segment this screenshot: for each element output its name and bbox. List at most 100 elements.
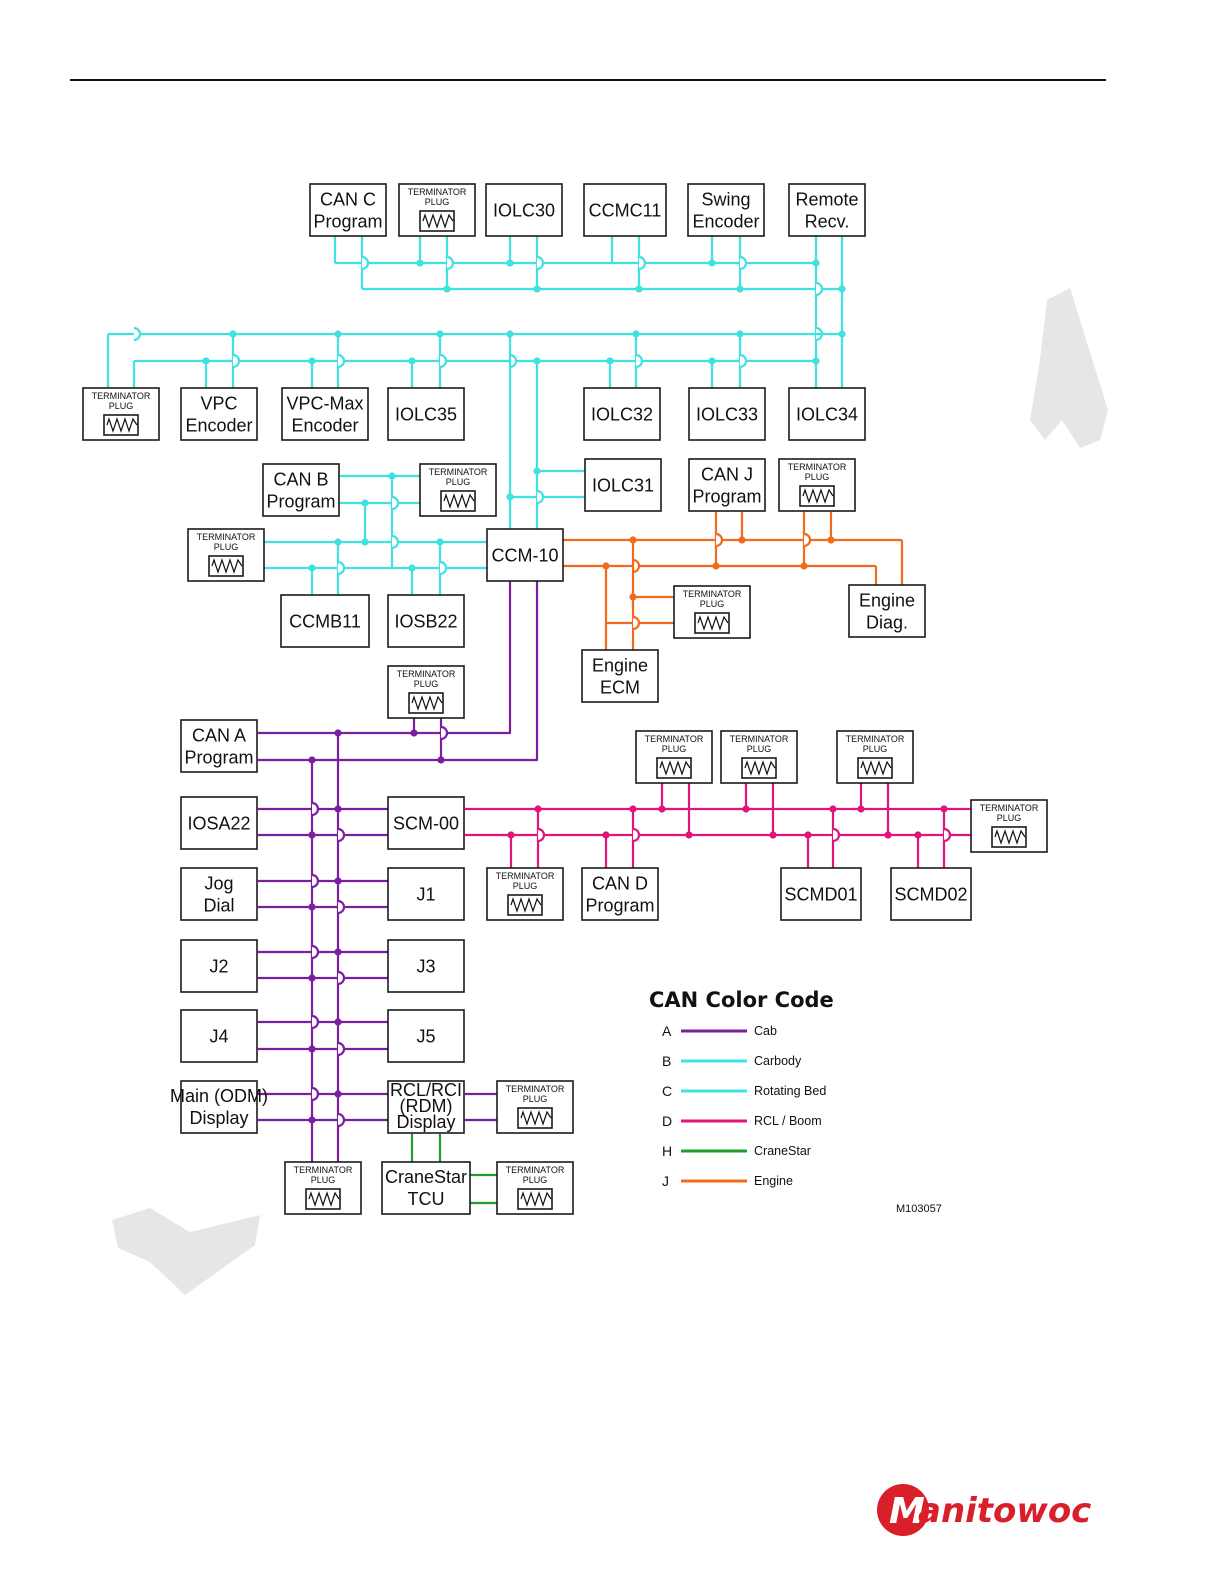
terminator-label: PLUG <box>414 679 439 689</box>
resistor-icon <box>857 757 893 779</box>
junction-dot <box>410 729 418 737</box>
junction-dot <box>606 357 614 365</box>
wire-crossover <box>509 353 518 369</box>
junction-dot <box>361 499 369 507</box>
wire-crossover <box>337 1112 346 1128</box>
module-label: Main (ODM) <box>170 1086 268 1106</box>
junction-dot <box>658 805 666 813</box>
module-label: Display <box>396 1112 455 1132</box>
module-label: CAN B <box>273 469 328 489</box>
module-label: Engine <box>859 590 915 610</box>
terminator-label: TERMINATOR <box>645 734 704 744</box>
junction-dot <box>308 1116 316 1124</box>
legend-label: Rotating Bed <box>754 1084 826 1098</box>
resistor-icon <box>208 555 244 577</box>
wire-crossover <box>739 255 748 271</box>
junction-dot <box>308 564 316 572</box>
resistor-icon <box>507 894 543 916</box>
junction-dot <box>632 330 640 338</box>
resistor-icon <box>991 826 1027 848</box>
module-ccm10: CCM-10 <box>486 528 564 582</box>
module-label: CCMC11 <box>589 200 662 220</box>
terminator-label: PLUG <box>109 401 134 411</box>
wire-crossover <box>638 255 647 271</box>
module-label: J5 <box>416 1026 435 1046</box>
module-label: Program <box>313 211 382 231</box>
junction-dot <box>940 805 948 813</box>
manitowoc-logo: M anitowoc <box>877 1484 1091 1536</box>
module-label: Dial <box>203 895 234 915</box>
junction-dot <box>229 330 237 338</box>
resistor-icon <box>517 1107 553 1129</box>
logo-wordmark: anitowoc <box>918 1491 1091 1531</box>
junction-dot <box>635 285 643 293</box>
junction-dot <box>443 285 451 293</box>
module-label: Display <box>189 1108 248 1128</box>
junction-dot <box>334 538 342 546</box>
module-j5: J5 <box>387 1009 465 1063</box>
wire-crossover <box>337 899 346 915</box>
module-iosa22: IOSA22 <box>180 796 258 850</box>
legend-key: J <box>662 1173 669 1189</box>
module-label: Encoder <box>291 415 358 435</box>
junction-dot <box>388 472 396 480</box>
wire-crossover <box>446 255 455 271</box>
wire-can-a-1 <box>258 580 512 735</box>
junction-dot <box>334 1090 342 1098</box>
terminator-label: PLUG <box>523 1094 548 1104</box>
module-iosb22: IOSB22 <box>387 594 465 648</box>
terminator-label: PLUG <box>747 744 772 754</box>
junction-dot <box>436 330 444 338</box>
module-label: Program <box>692 486 761 506</box>
junction-dot <box>437 756 445 764</box>
terminator-label: TERMINATOR <box>506 1084 565 1094</box>
module-label: IOLC31 <box>592 475 654 495</box>
wire-crossover <box>815 281 824 297</box>
wire-crossover <box>536 255 545 271</box>
wire-crossover <box>311 944 320 960</box>
legend-key: B <box>662 1053 671 1069</box>
resistor-icon <box>741 757 777 779</box>
junction-dot <box>629 593 637 601</box>
module-label: Remote <box>795 189 858 209</box>
junction-dot <box>708 259 716 267</box>
terminator-label: TERMINATOR <box>92 391 151 401</box>
module-iolc34: IOLC34 <box>788 387 866 441</box>
junction-dot <box>712 562 720 570</box>
junction-dot <box>736 330 744 338</box>
legend-key: H <box>662 1143 672 1159</box>
module-j4: J4 <box>180 1009 258 1063</box>
legend-label: CraneStar <box>754 1144 811 1158</box>
terminator-label: PLUG <box>997 813 1022 823</box>
junction-dot <box>800 562 808 570</box>
module-label: J4 <box>209 1026 228 1046</box>
module-label: TCU <box>408 1189 445 1209</box>
legend-label: Carbody <box>754 1054 802 1068</box>
terminator-label: TERMINATOR <box>506 1165 565 1175</box>
wire-crossover <box>715 532 724 548</box>
terminator-label: TERMINATOR <box>980 803 1039 813</box>
junction-dot <box>533 285 541 293</box>
module-label: Program <box>585 895 654 915</box>
module-label: Swing <box>701 189 750 209</box>
resistor-icon <box>440 490 476 512</box>
module-label: Program <box>184 747 253 767</box>
module-label: J3 <box>416 956 435 976</box>
wiring <box>106 236 972 1205</box>
module-label: CAN J <box>701 464 753 484</box>
module-iolc30: IOLC30 <box>485 183 563 237</box>
module-ccmc11: CCMC11 <box>583 183 667 237</box>
